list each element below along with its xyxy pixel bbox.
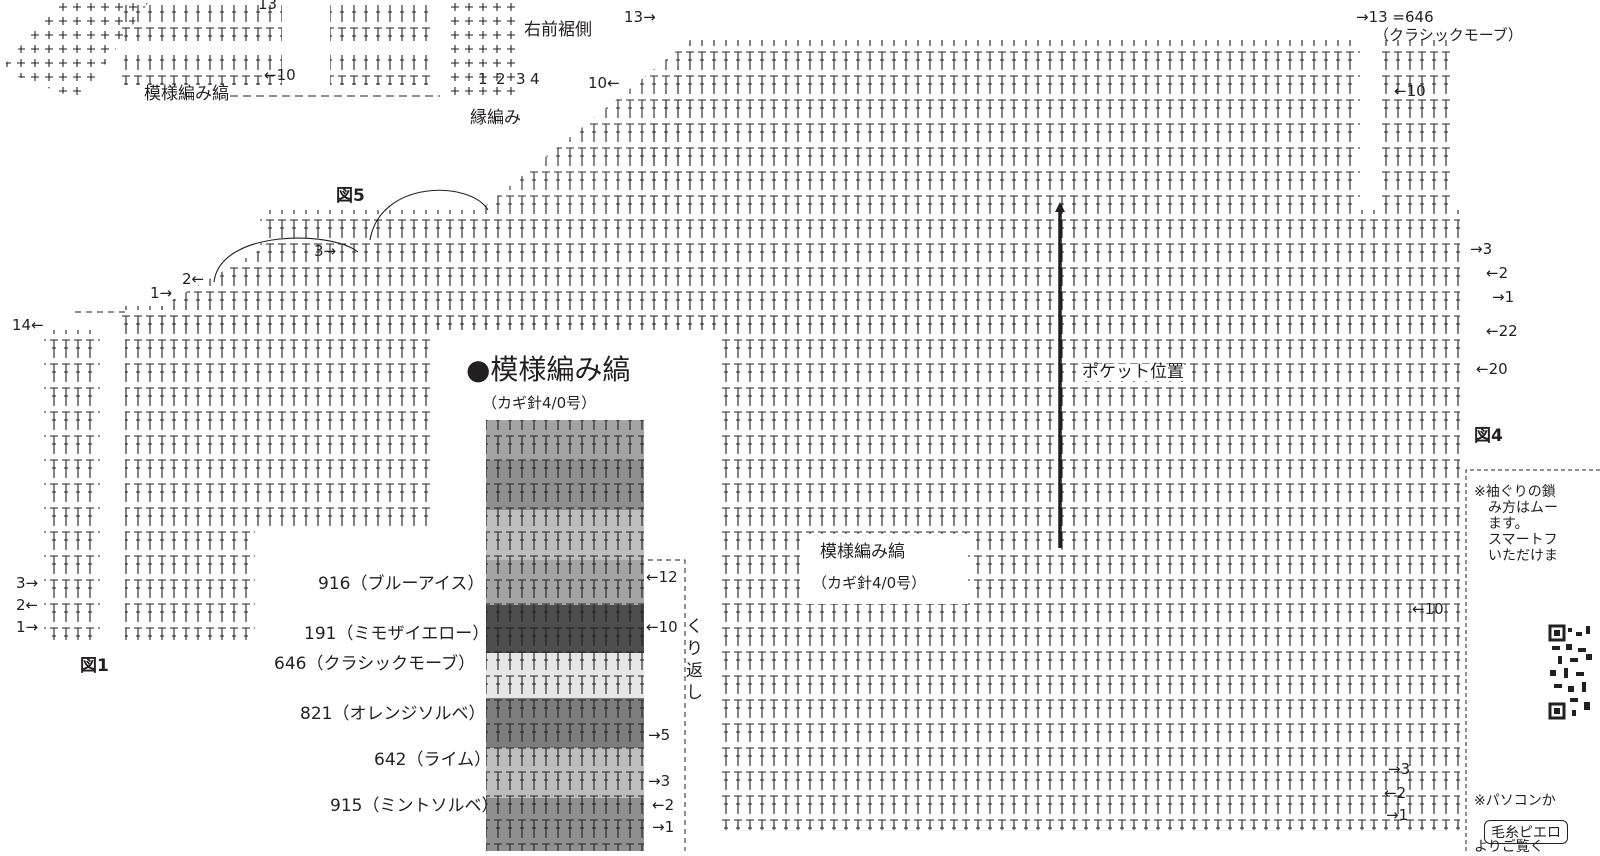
legend-title: ●模様編み縞 [466,353,631,386]
fig5-arcs [213,189,489,283]
pattern-stripe-needle: （カギ針4/0号） [812,574,927,592]
legend-color-191: 191（ミモザイエロー） [304,624,490,644]
pocket-position-line [1055,202,1065,548]
legend-row-2: ←2 [652,796,675,814]
legend-repeat-label: くり返し [686,616,706,704]
qr-code-icon[interactable] [1548,624,1600,720]
left-row-1: 1→ [16,618,39,636]
legend-needle: （カギ針4/0号） [482,394,597,412]
fig5-row-3: 3→ [314,242,337,260]
right-row-20: ←20 [1476,360,1508,378]
edge-col-3: 3 [516,70,526,88]
lower-row-3: →3 [1388,760,1411,778]
figure1-label: 図1 [80,656,109,676]
edge-col-1: 1 [478,70,488,88]
left-row-2: 2← [16,596,39,614]
figure5-label: 図5 [336,186,365,206]
figure4-label: 図4 [1474,426,1503,446]
main-row10-left: 10← [588,74,620,92]
lower-row-1: →1 [1386,806,1409,824]
legend-bracket [648,559,686,851]
pocket-position-label: ポケット位置 [1082,362,1184,382]
note-border [1465,469,1600,851]
legend-row-12: ←12 [646,568,678,586]
edge-col-2: 2 [496,70,506,88]
edge-col-4: 4 [530,70,540,88]
keito-pierrot-badge[interactable]: 毛糸ピエロ [1484,820,1568,844]
main-row13-left: 13→ [624,8,656,26]
edging-label: 縁編み [470,108,521,128]
top-left-chart [122,0,516,100]
legend-row-5: →5 [648,726,671,744]
see-note: よりご覧く [1474,839,1544,855]
legend-swatches [486,416,644,851]
right-row-2: ←2 [1486,264,1509,282]
fig5-row-1: 1→ [150,284,173,302]
legend-color-646: 646（クラシックモーブ） [274,654,476,674]
right-row-22: ←22 [1486,322,1518,340]
lower-row-2: ←2 [1384,784,1407,802]
legend-color-916: 916（ブルーアイス） [318,574,485,594]
left-row-3: 3→ [16,574,39,592]
note-mask [1468,472,1600,632]
top-left-pattern-label: 模様編み縞 [144,84,229,104]
main-row13-right: →13 =646 [1356,8,1434,26]
main-row10-right: ←10 [1394,82,1426,100]
main-row13-color: （クラシックモーブ） [1374,26,1523,44]
top-left-sc-block [0,0,150,100]
pattern-label-mask [800,534,968,604]
pattern-stripe-label: 模様編み縞 [820,542,905,562]
top-left-row10: ←10 [264,66,296,84]
top-left-row13: 13 [258,0,278,13]
pc-note: ※パソコンか [1474,790,1556,810]
legend-row-1: →1 [652,818,675,836]
right-row-3: →3 [1470,240,1493,258]
legend-title-mask [430,330,720,420]
left-strip-chart [44,330,430,640]
side-note: ※袖ぐりの鎖 み方はムー ます。 スマートフ いただけま [1474,484,1558,564]
left-row-14: 14← [12,316,44,334]
legend-color-915: 915（ミントソルベ） [330,796,499,816]
legend-row-10: ←10 [646,618,678,636]
legend-color-821: 821（オレンジソルベ） [300,704,486,724]
right-row-1: →1 [1492,288,1515,306]
legend-color-642: 642（ライム） [374,750,492,770]
fig5-row-2: 2← [182,270,205,288]
right-front-hem-label: 右前裾側 [524,20,592,40]
lower-row-10: ←10 [1412,600,1444,618]
legend-row-3: →3 [648,772,671,790]
